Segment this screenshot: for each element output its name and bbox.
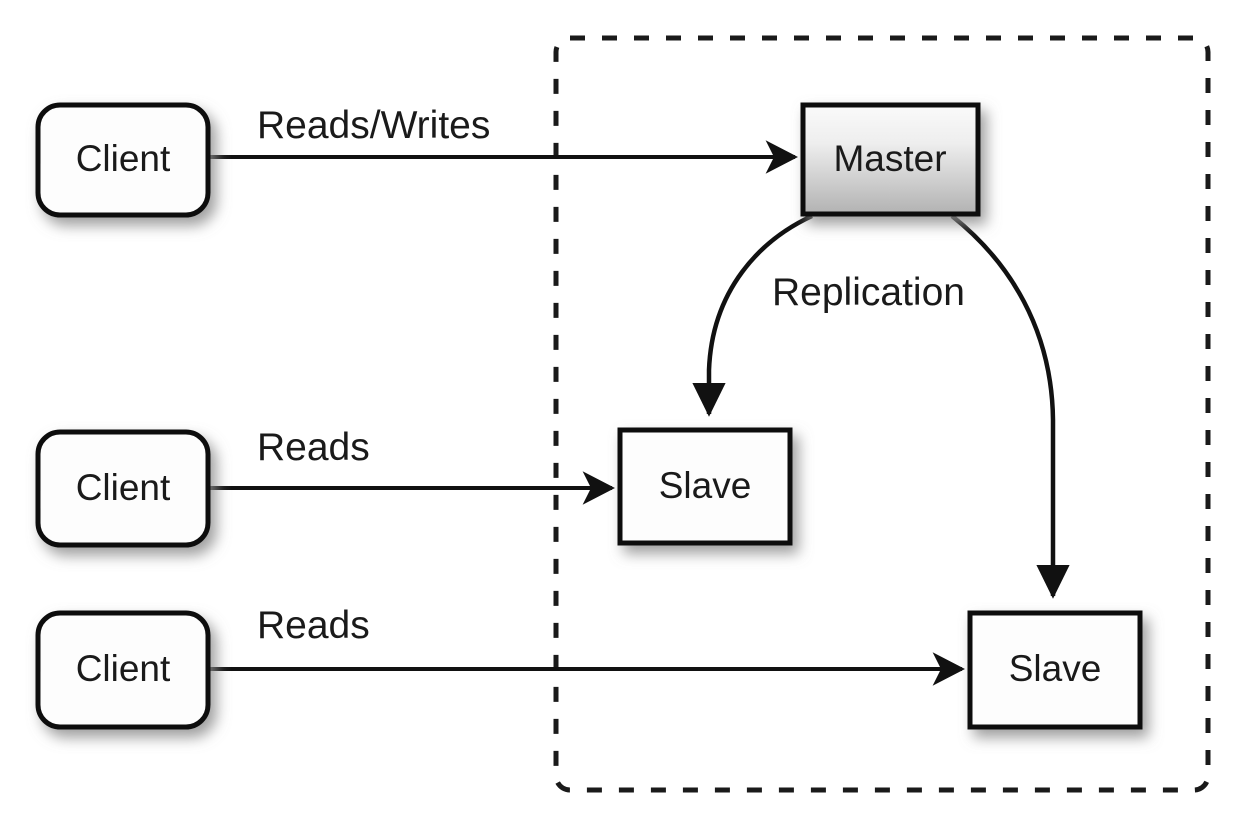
client-2-label: Client [76, 467, 171, 508]
edge-label-replication: Replication [772, 271, 965, 314]
client-3-label: Client [76, 648, 171, 689]
client-1-label: Client [76, 138, 171, 179]
database-cluster-boundary [553, 35, 1211, 793]
slave-1-label: Slave [659, 465, 752, 506]
slave-1-shape [617, 427, 793, 546]
client-1-shape [35, 102, 211, 218]
client-2-shape [35, 429, 211, 548]
edge-label-reads-writes: Reads/Writes [257, 104, 490, 147]
edge-label-reads-slave1: Reads [257, 426, 370, 469]
master-label: Master [833, 138, 946, 179]
edge-master-to-slave2 [950, 214, 1070, 599]
node-client-1[interactable]: Client [35, 102, 211, 218]
node-client-2[interactable]: Client [35, 429, 211, 548]
edge-label-reads-slave2: Reads [257, 604, 370, 647]
slave-2-shape [967, 610, 1143, 730]
node-slave-1[interactable]: Slave [617, 427, 793, 546]
slave-2-label: Slave [1009, 648, 1102, 689]
node-slave-2[interactable]: Slave [967, 610, 1143, 730]
master-shape [800, 102, 981, 217]
edge-master-to-slave1 [692, 213, 813, 417]
client-3-shape [35, 610, 211, 730]
node-client-3[interactable]: Client [35, 610, 211, 730]
node-master[interactable]: Master [800, 102, 981, 217]
